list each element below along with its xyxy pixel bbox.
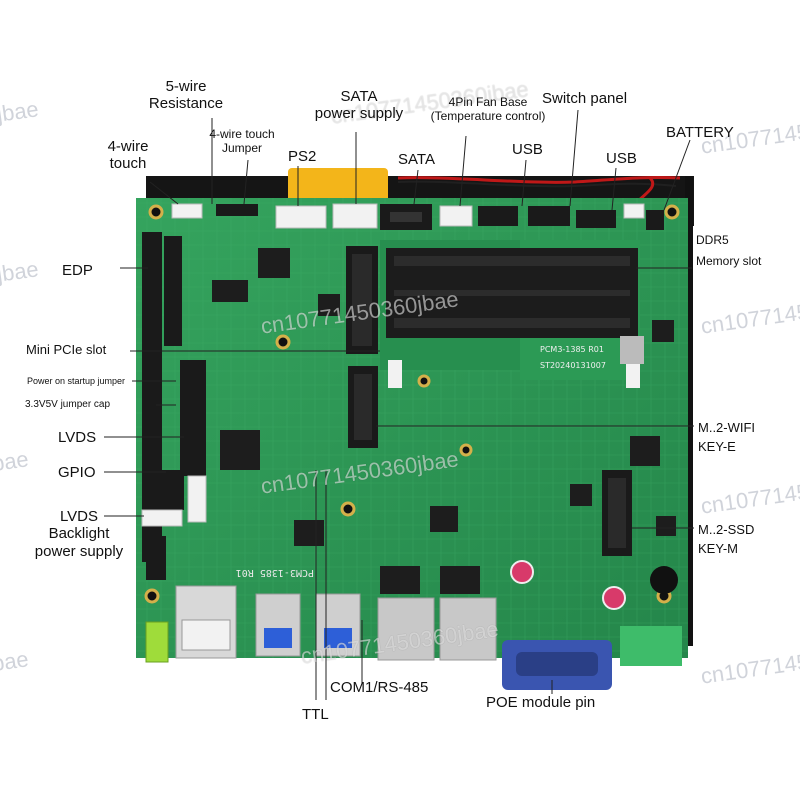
battery-connector (623, 203, 645, 219)
label-five-wire-resistance: 5-wire Resistance (148, 78, 224, 113)
yellow-tape (288, 168, 388, 202)
gpio-header (162, 470, 184, 510)
lvds-header (180, 360, 206, 476)
label-power-on-startup-jumper: Power on startup jumper (27, 376, 126, 386)
usb-header-right (576, 210, 616, 228)
audio-jack (145, 621, 169, 663)
mounting-holes (144, 204, 680, 604)
backlight-connector (187, 475, 207, 523)
label-four-wire-touch: 4-wire touch (107, 138, 149, 173)
chips (212, 248, 676, 594)
label-m2-ssd: M..2-SSD KEY-M (698, 522, 755, 556)
label-fan-base: 4Pin Fan Base (Temperature control) (430, 95, 546, 123)
board-model-bottom: PCM3-1385 R01 (236, 567, 314, 578)
rj45-port-2 (439, 597, 497, 661)
label-lvds: LVDS (58, 429, 97, 446)
power-terminal (620, 626, 682, 666)
label-battery: BATTERY (666, 124, 734, 141)
fan-connector (439, 205, 473, 227)
board-serial: ST20240131007 (540, 361, 606, 370)
label-switch-panel: Switch panel (542, 90, 628, 107)
rj45-port-1 (377, 597, 435, 661)
label-lvds-backlight-power-supply: LVDS Backlight power supply (34, 508, 124, 560)
label-edp: EDP (62, 262, 93, 279)
label-ps2: PS2 (288, 148, 317, 165)
label-usb-right: USB (606, 150, 637, 167)
sata-power-connector (332, 203, 378, 229)
five-wire-connector (171, 203, 203, 219)
label-com1-rs485: COM1/RS-485 (330, 679, 429, 696)
buzzer (650, 566, 678, 594)
label-poe-module-pin: POE module pin (486, 694, 596, 711)
edp-header (142, 232, 162, 562)
jumper-header (216, 204, 258, 216)
switch-header (528, 206, 570, 226)
label-gpio: GPIO (58, 464, 96, 481)
label-sata-power-supply: SATA power supply (314, 88, 404, 123)
label-usb-top: USB (512, 141, 543, 158)
ps2-connector (275, 205, 327, 229)
label-mini-pcie-slot: Mini PCIe slot (26, 342, 107, 357)
label-four-wire-touch-jumper: 4-wire touch Jumper (209, 127, 275, 155)
label-sata: SATA (398, 151, 435, 168)
usb3-port-2 (315, 593, 361, 657)
board-model-top: PCM3-1385 R01 (540, 345, 604, 354)
label-ddr5-memory-slot: DDR5 Memory slot (696, 233, 762, 268)
label-m2-wifi: M..2-WIFI KEY-E (698, 420, 756, 454)
label-jumper-cap: 3.3V5V jumper cap (25, 399, 111, 410)
usb-header-top (478, 206, 518, 226)
label-ttl: TTL (302, 706, 329, 723)
capacitor (510, 560, 534, 584)
